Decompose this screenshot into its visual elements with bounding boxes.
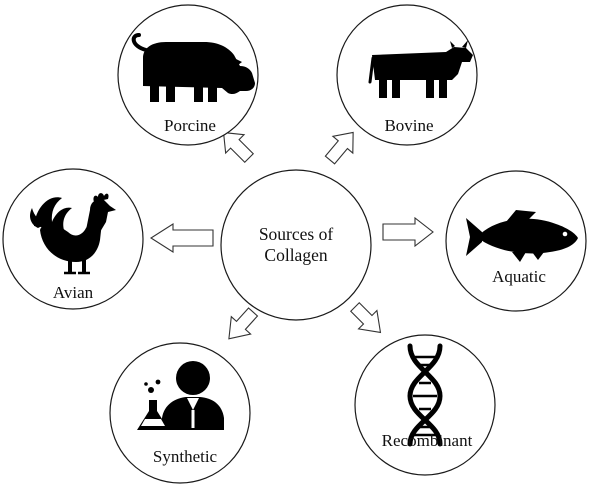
arrow-to-synthetic (228, 307, 259, 340)
node-synthetic: Synthetic (109, 342, 251, 484)
center-label-line2: Collagen (264, 245, 327, 265)
arrow-to-bovine (324, 131, 354, 165)
rooster-icon (30, 193, 116, 275)
arrow-to-aquatic (382, 216, 434, 248)
node-porcine-label: Porcine (164, 116, 216, 135)
node-aquatic: Aquatic (445, 170, 587, 312)
node-bovine: Bovine (336, 4, 478, 146)
arrow-to-avian (149, 222, 214, 254)
node-avian-label: Avian (53, 283, 94, 302)
pig-icon (131, 33, 255, 102)
node-avian: Avian (2, 168, 144, 310)
node-bovine-label: Bovine (384, 116, 433, 135)
node-aquatic-label: Aquatic (492, 267, 546, 286)
arrows (149, 131, 434, 340)
cow-icon (368, 40, 473, 98)
scientist-flask-icon (137, 361, 224, 430)
node-recombinant-label: Recombinant (382, 431, 473, 450)
arrow-to-recombinant (349, 301, 382, 334)
center-label-line1: Sources of (259, 224, 334, 244)
node-synthetic-label: Synthetic (153, 447, 218, 466)
center-node: Sources of Collagen (220, 169, 372, 321)
arrow-to-porcine (222, 131, 255, 164)
fish-icon (466, 210, 578, 262)
dna-helix-icon (407, 343, 443, 447)
node-recombinant: Recombinant (354, 334, 496, 476)
node-porcine: Porcine (117, 4, 259, 146)
